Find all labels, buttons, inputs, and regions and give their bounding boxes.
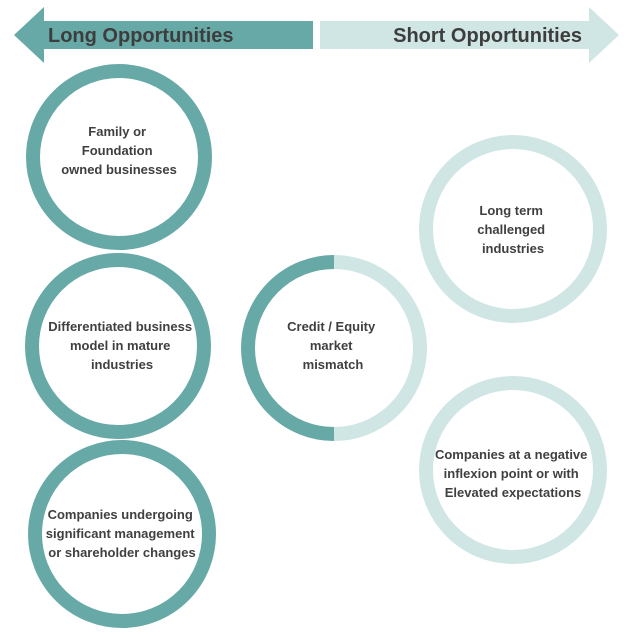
long-opportunities-label: Long Opportunities <box>48 25 234 47</box>
negative-inflexion-circle: Companies at a negative inflexion point … <box>419 376 607 564</box>
management-changes-text: Companies undergoing significant managem… <box>46 507 198 560</box>
short-arrow-shape <box>320 7 619 63</box>
family-owned-circle: Family or Foundation owned businesses <box>26 64 212 250</box>
differentiated-business-circle: Differentiated business model in mature … <box>25 253 211 439</box>
direction-arrow-bar: Long Opportunities Short Opportunities <box>14 7 619 63</box>
challenged-industries-circle: Long term challenged industries <box>419 135 607 323</box>
credit-equity-text: Credit / Equity market mismatch <box>287 319 379 372</box>
challenged-industries-text: Long term challenged industries <box>477 203 549 256</box>
management-changes-ring <box>28 440 216 628</box>
negative-inflexion-ring <box>419 376 607 564</box>
credit-equity-ring-short-half <box>333 255 427 441</box>
negative-inflexion-text: Companies at a negative inflexion point … <box>435 447 591 500</box>
short-opportunities-label: Short Opportunities <box>393 25 582 47</box>
long-arrow-shape <box>14 7 313 63</box>
family-owned-text: Family or Foundation owned businesses <box>61 124 177 177</box>
family-owned-ring <box>26 64 212 250</box>
credit-equity-ring-long-half <box>241 255 335 441</box>
differentiated-business-ring <box>25 253 211 439</box>
credit-equity-circle: Credit / Equity market mismatch <box>241 255 427 441</box>
management-changes-circle: Companies undergoing significant managem… <box>28 440 216 628</box>
differentiated-business-text: Differentiated business model in mature … <box>48 319 195 372</box>
challenged-industries-ring <box>419 135 607 323</box>
